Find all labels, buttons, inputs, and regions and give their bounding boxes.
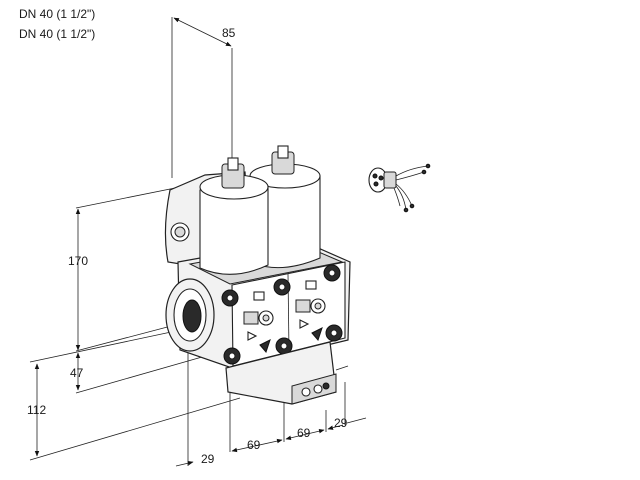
- dim-label-69-b: 69: [297, 426, 311, 440]
- dim-label-29-left: 29: [201, 452, 215, 466]
- dim-bottom-chain: 29 69 69 29: [175, 300, 367, 467]
- nominal-size-caption-2: DN 40 (1 1/2"): [19, 27, 96, 41]
- dim-label-170: 170: [68, 254, 88, 268]
- dim-depth: 112: [27, 327, 241, 461]
- dim-height-inlet: 47: [70, 324, 203, 394]
- nominal-size-caption-1: DN 40 (1 1/2"): [19, 7, 96, 21]
- dim-label-112: 112: [27, 403, 46, 417]
- dim-top-width: 85: [171, 17, 236, 178]
- dim-label-29-right: 29: [334, 416, 348, 430]
- dim-label-47: 47: [70, 366, 84, 380]
- dim-height-total: 170: [68, 183, 196, 351]
- dim-label-85: 85: [222, 26, 236, 40]
- dim-label-69-a: 69: [247, 438, 261, 452]
- cable-connector-icon: [368, 163, 431, 213]
- valve-assembly: [164, 145, 351, 405]
